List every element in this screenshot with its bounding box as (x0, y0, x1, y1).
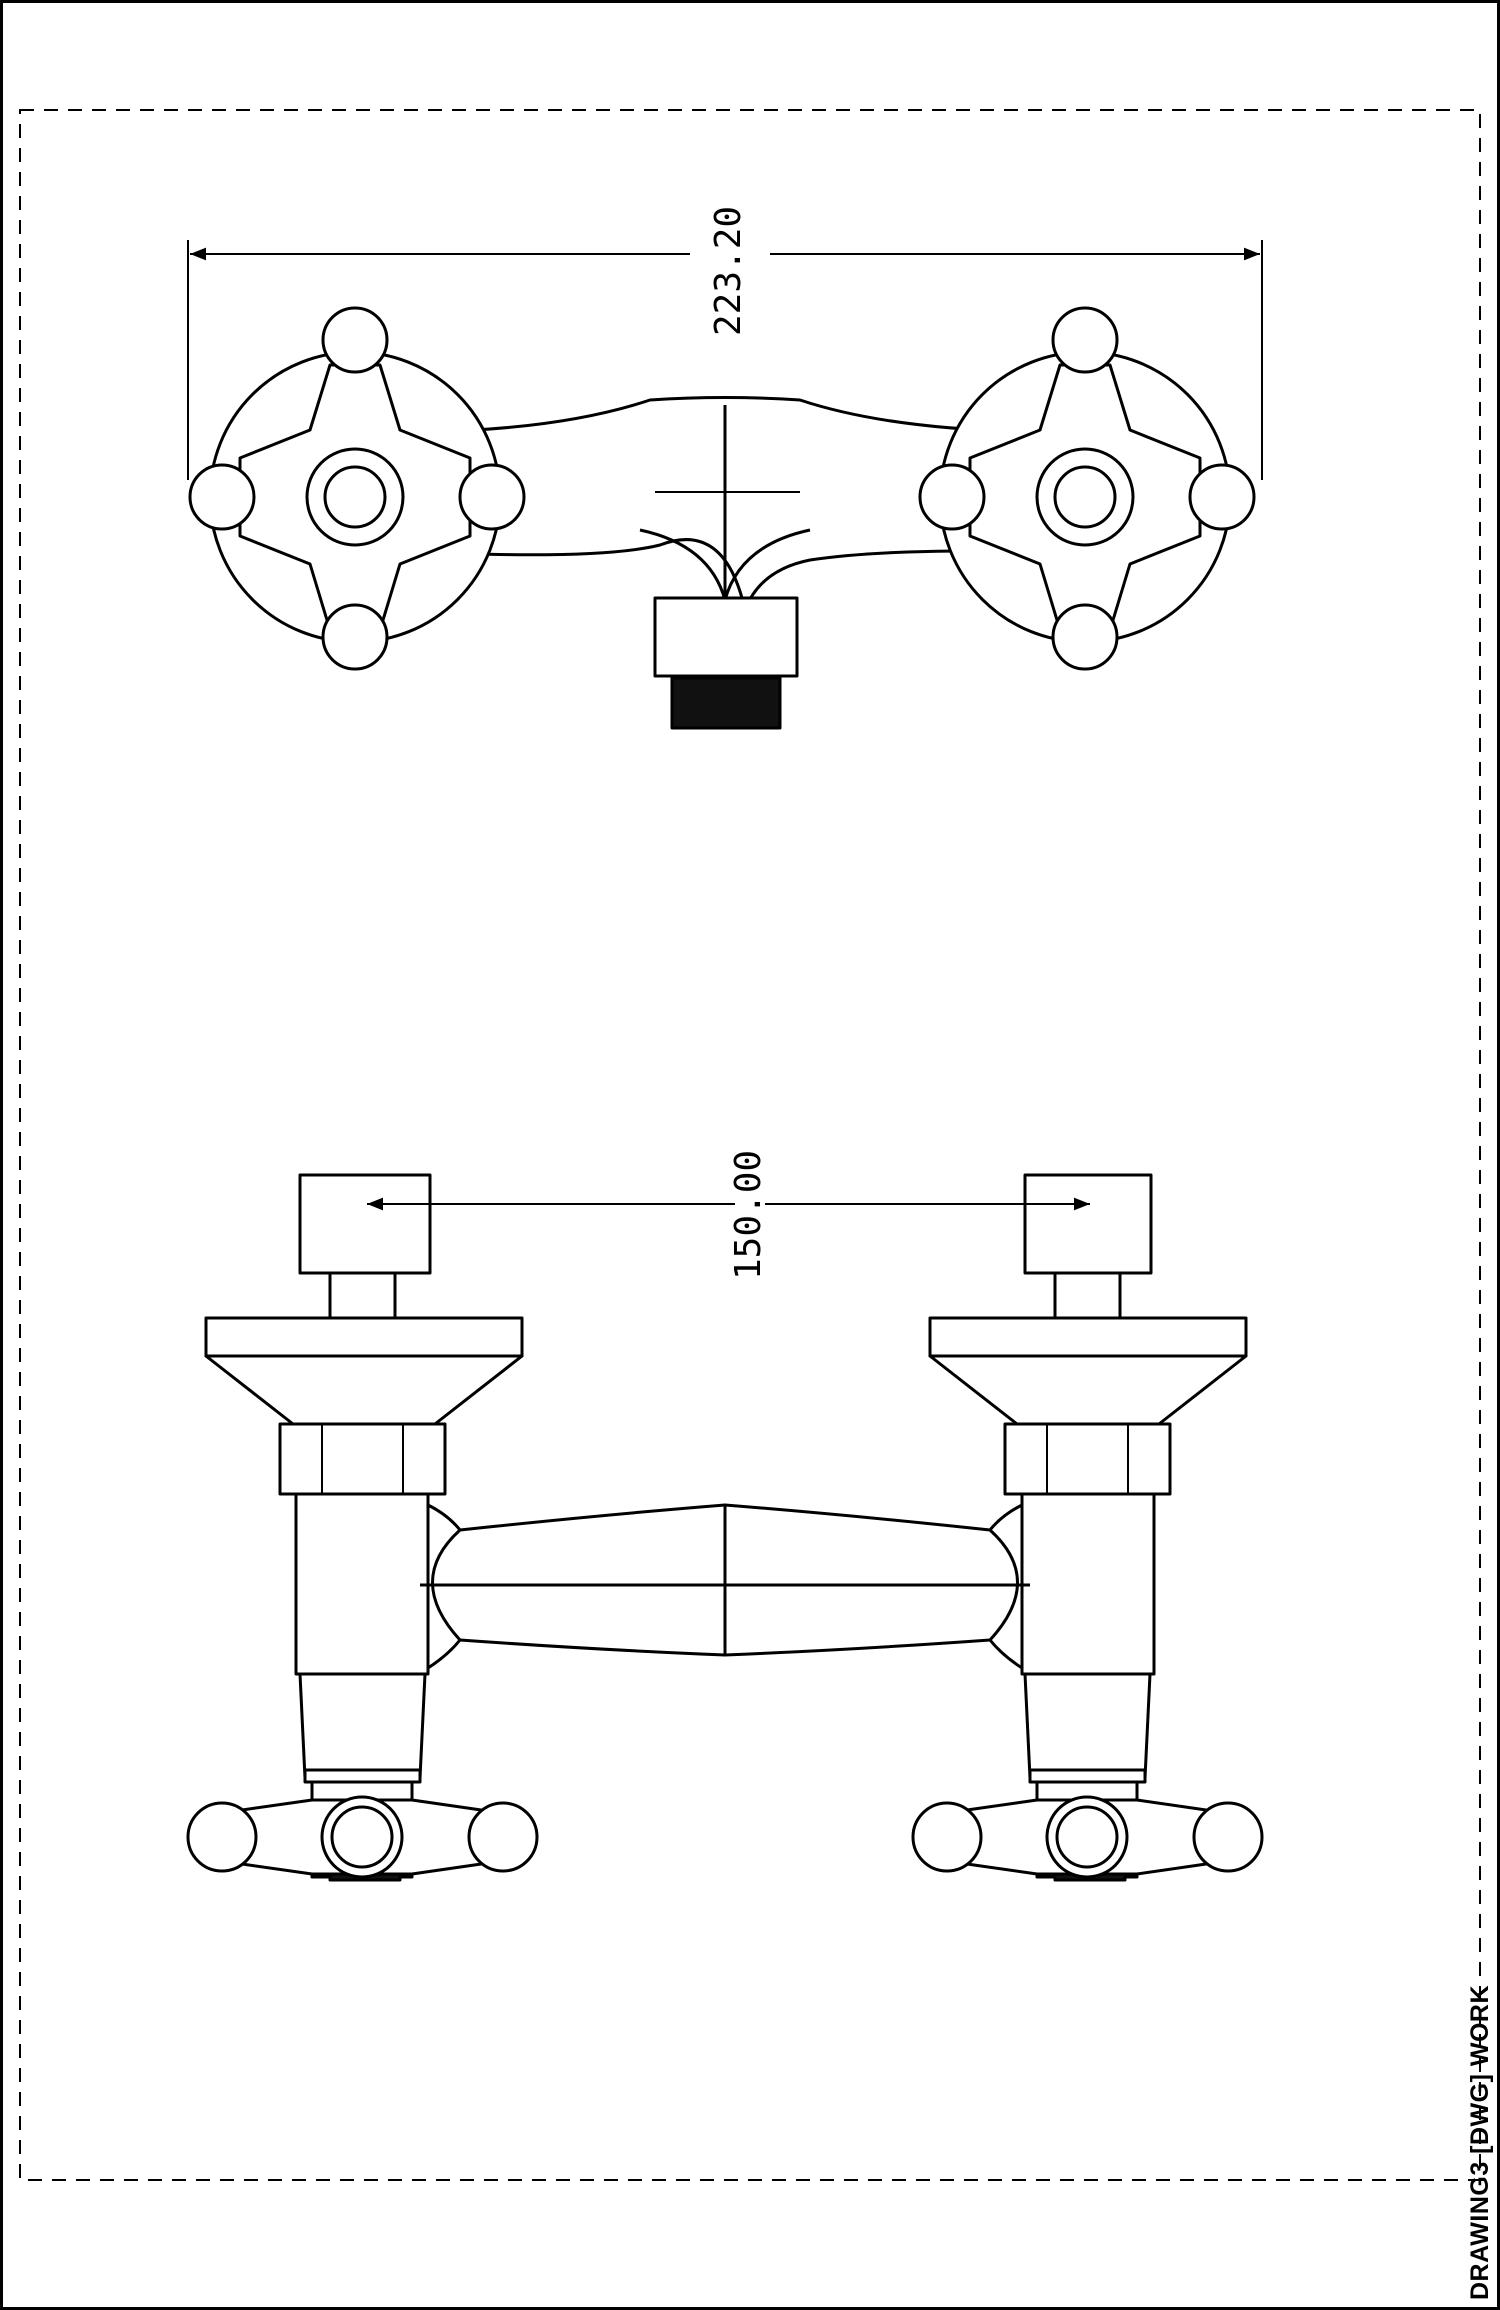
front-left-inlet-cap (298, 1173, 432, 1275)
left-flange-cone (204, 1354, 524, 1426)
right-flange-cone (928, 1354, 1248, 1426)
front-body-rib-left (431, 1528, 462, 1642)
right-knob-left (918, 463, 986, 531)
left-knob-top (321, 306, 389, 374)
front-body-rib-right (988, 1528, 1019, 1642)
left-handle-center (320, 1795, 404, 1879)
right-spindle-inner (1053, 465, 1117, 529)
front-right-inlet-cap (1023, 1173, 1153, 1275)
dimension-label-centers: 150.00 (728, 1150, 769, 1280)
front-view (186, 1173, 1264, 1882)
front-left-valve (186, 1316, 539, 1882)
right-handle-knob-left (911, 1801, 983, 1873)
right-knob-top (1051, 306, 1119, 374)
right-wall-flange (928, 1316, 1248, 1358)
left-spindle-inner (323, 465, 387, 529)
left-bonnet (298, 1672, 427, 1780)
dimension-label-width: 223.20 (708, 206, 749, 336)
right-valve-body (1020, 1492, 1156, 1676)
top-view (187, 240, 1263, 730)
right-knob-right (1188, 463, 1256, 531)
left-handle-knob-right (467, 1801, 539, 1873)
top-body-curve-right (723, 528, 811, 601)
right-hex-nut (1003, 1422, 1172, 1496)
left-wall-flange (204, 1316, 524, 1358)
left-knob-left (188, 463, 256, 531)
left-handle-knob-left (186, 1801, 258, 1873)
left-hex-nut (278, 1422, 447, 1496)
right-handle-knob-right (1192, 1801, 1264, 1873)
drawing-title-stamp: DRAWING3 [DWG] WORK (1466, 1984, 1494, 2300)
drawing-frame-dashed (19, 109, 1481, 2181)
top-body-curve-left (639, 528, 727, 601)
right-bonnet (1023, 1672, 1152, 1780)
left-knob-bottom (321, 603, 389, 671)
top-right-valve (918, 306, 1256, 671)
top-outlet-thread (670, 676, 782, 730)
right-handle-center (1045, 1795, 1129, 1879)
top-outlet-nut (653, 596, 799, 678)
top-left-valve (188, 306, 526, 671)
right-knob-bottom (1051, 603, 1119, 671)
left-knob-right (458, 463, 526, 531)
front-right-valve (911, 1316, 1264, 1882)
left-valve-body (294, 1492, 430, 1676)
